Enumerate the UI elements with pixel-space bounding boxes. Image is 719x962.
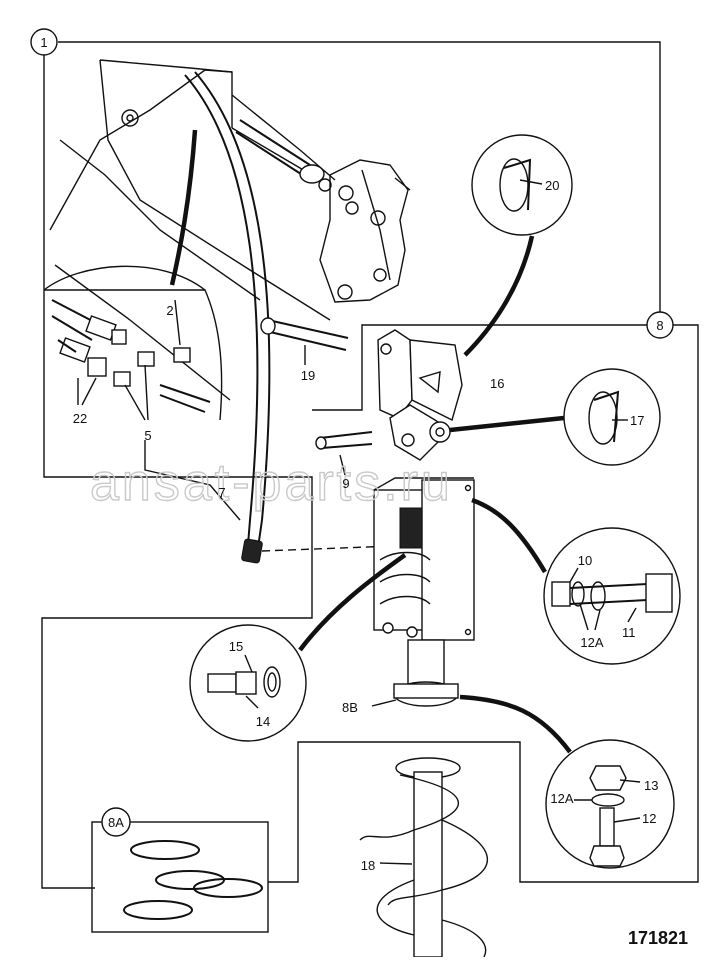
label-18: 18 xyxy=(361,858,375,873)
label-14: 14 xyxy=(256,714,270,729)
assembly-8-top-edge xyxy=(312,324,648,411)
hose-fitting xyxy=(241,538,263,564)
label-13: 13 xyxy=(644,778,658,793)
mount-bracket-16 xyxy=(377,329,413,419)
label-15: 15 xyxy=(229,639,243,654)
hydraulic-hoses xyxy=(184,71,421,564)
output-shaft-8B xyxy=(407,639,445,685)
assembly-1-top-edge xyxy=(58,41,661,318)
label-8B: 8B xyxy=(342,700,358,715)
label-20: 20 xyxy=(545,178,559,193)
label-2: 2 xyxy=(166,303,173,318)
plug-14 xyxy=(207,673,237,693)
nut-22 xyxy=(87,357,107,377)
frame-outlines xyxy=(41,41,699,933)
detail-fittings xyxy=(43,129,241,521)
callout-circle-8 xyxy=(646,311,674,339)
label-16: 16 xyxy=(490,376,504,391)
detail-bolt-10-11 xyxy=(471,497,681,665)
label-9: 9 xyxy=(342,476,349,491)
adapter-2 xyxy=(173,347,191,363)
nut-13 xyxy=(589,765,627,791)
figure-number: 171821 xyxy=(628,928,688,948)
detail-bolt-12-13 xyxy=(459,694,675,869)
nut-10 xyxy=(551,581,571,607)
pin-9 xyxy=(319,431,373,439)
hose-end-b xyxy=(59,337,91,363)
hose-7 xyxy=(184,74,259,546)
pin-19 xyxy=(267,319,349,339)
label-8: 8 xyxy=(656,318,663,333)
assembly-1-frame xyxy=(41,42,313,889)
pivot-pin xyxy=(121,109,139,127)
callout-circle-1 xyxy=(30,28,58,56)
detail-clip-17 xyxy=(449,368,661,466)
label-11: 11 xyxy=(622,625,636,640)
label-10: 10 xyxy=(578,553,592,568)
label-12A-lower: 12A xyxy=(550,791,573,806)
nipple-2 xyxy=(111,329,127,345)
gearbox-side-plate xyxy=(421,479,475,641)
hydraulic-motor xyxy=(399,507,423,549)
seal-kit-8A xyxy=(123,840,263,920)
label-1: 1 xyxy=(40,35,47,50)
label-17: 17 xyxy=(630,413,644,428)
callout-circle-8A xyxy=(101,807,131,837)
adapter-5b xyxy=(113,371,131,387)
label-19: 19 xyxy=(301,368,315,383)
label-8A: 8A xyxy=(108,815,124,830)
auger-drive-unit xyxy=(371,329,475,707)
lynch-pin-17 xyxy=(588,391,618,445)
seal-ring-4 xyxy=(123,900,193,920)
linkage-bracket xyxy=(319,159,409,303)
adapter-5a xyxy=(137,351,155,367)
boom-arm xyxy=(49,59,411,401)
bolt-12 xyxy=(599,807,615,847)
auger-flight-18 xyxy=(359,757,488,958)
label-12A-upper: 12A xyxy=(580,635,603,650)
label-12: 12 xyxy=(642,811,656,826)
label-7: 7 xyxy=(218,485,225,500)
label-22: 22 xyxy=(73,411,87,426)
seal-kit-8A-frame xyxy=(91,821,269,933)
detail-clip-20 xyxy=(463,134,573,357)
bolt-11 xyxy=(645,573,673,613)
watermark-text: ansat-parts.ru xyxy=(90,454,453,512)
hydraulic-ram xyxy=(239,119,311,166)
detail-plug-14-15 xyxy=(189,553,407,742)
pins xyxy=(260,317,373,476)
washer-12A-lower xyxy=(591,793,625,807)
seal-15 xyxy=(263,666,281,698)
assembly-8-frame xyxy=(268,324,699,883)
label-5: 5 xyxy=(144,428,151,443)
seal-ring-1 xyxy=(130,840,200,860)
seal-ring-3 xyxy=(193,878,263,898)
